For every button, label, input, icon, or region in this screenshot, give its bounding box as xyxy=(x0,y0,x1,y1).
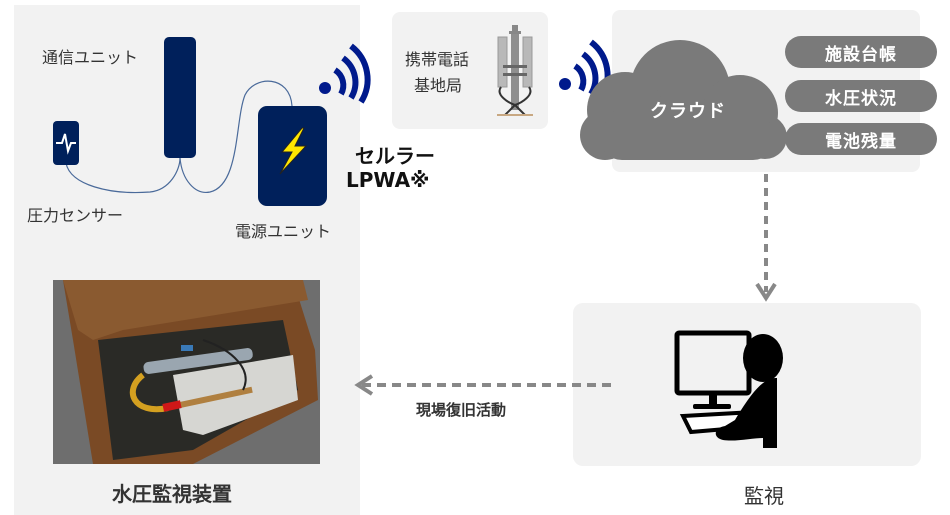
comm-unit xyxy=(164,37,196,158)
power-unit-label: 電源ユニット xyxy=(235,222,332,241)
manhole-image xyxy=(53,280,320,464)
operator-at-computer-icon xyxy=(674,330,783,448)
cloud-item-battery-level: 電池残量 xyxy=(785,123,937,155)
wireless-signal-icon xyxy=(319,43,371,104)
base-station-label-2: 基地局 xyxy=(414,76,463,95)
cloud-icon xyxy=(580,40,787,160)
base-station-panel xyxy=(392,12,548,129)
left-arrow xyxy=(354,374,612,396)
pressure-sensor xyxy=(53,121,79,165)
lpwa-label: LPWA※ xyxy=(346,168,430,192)
pulse-icon xyxy=(56,133,76,155)
pressure-sensor-label: 圧力センサー xyxy=(27,206,124,225)
power-unit xyxy=(258,106,327,206)
cloud-item-water-pressure: 水圧状況 xyxy=(785,80,937,112)
cloud-item-facility-ledger: 施設台帳 xyxy=(785,36,937,68)
device-caption: 水圧監視装置 xyxy=(112,482,232,506)
device-photo xyxy=(53,280,320,464)
down-arrow xyxy=(755,174,777,302)
lightning-icon xyxy=(279,127,308,175)
base-station-label-1: 携帯電話 xyxy=(405,50,470,69)
field-action-label: 現場復旧活動 xyxy=(416,401,507,419)
monitoring-caption: 監視 xyxy=(744,484,784,508)
cellular-label: セルラー xyxy=(355,144,435,168)
cloud-label: クラウド xyxy=(650,101,726,122)
antenna-tower-icon xyxy=(497,25,533,116)
comm-unit-label: 通信ユニット xyxy=(42,48,139,67)
